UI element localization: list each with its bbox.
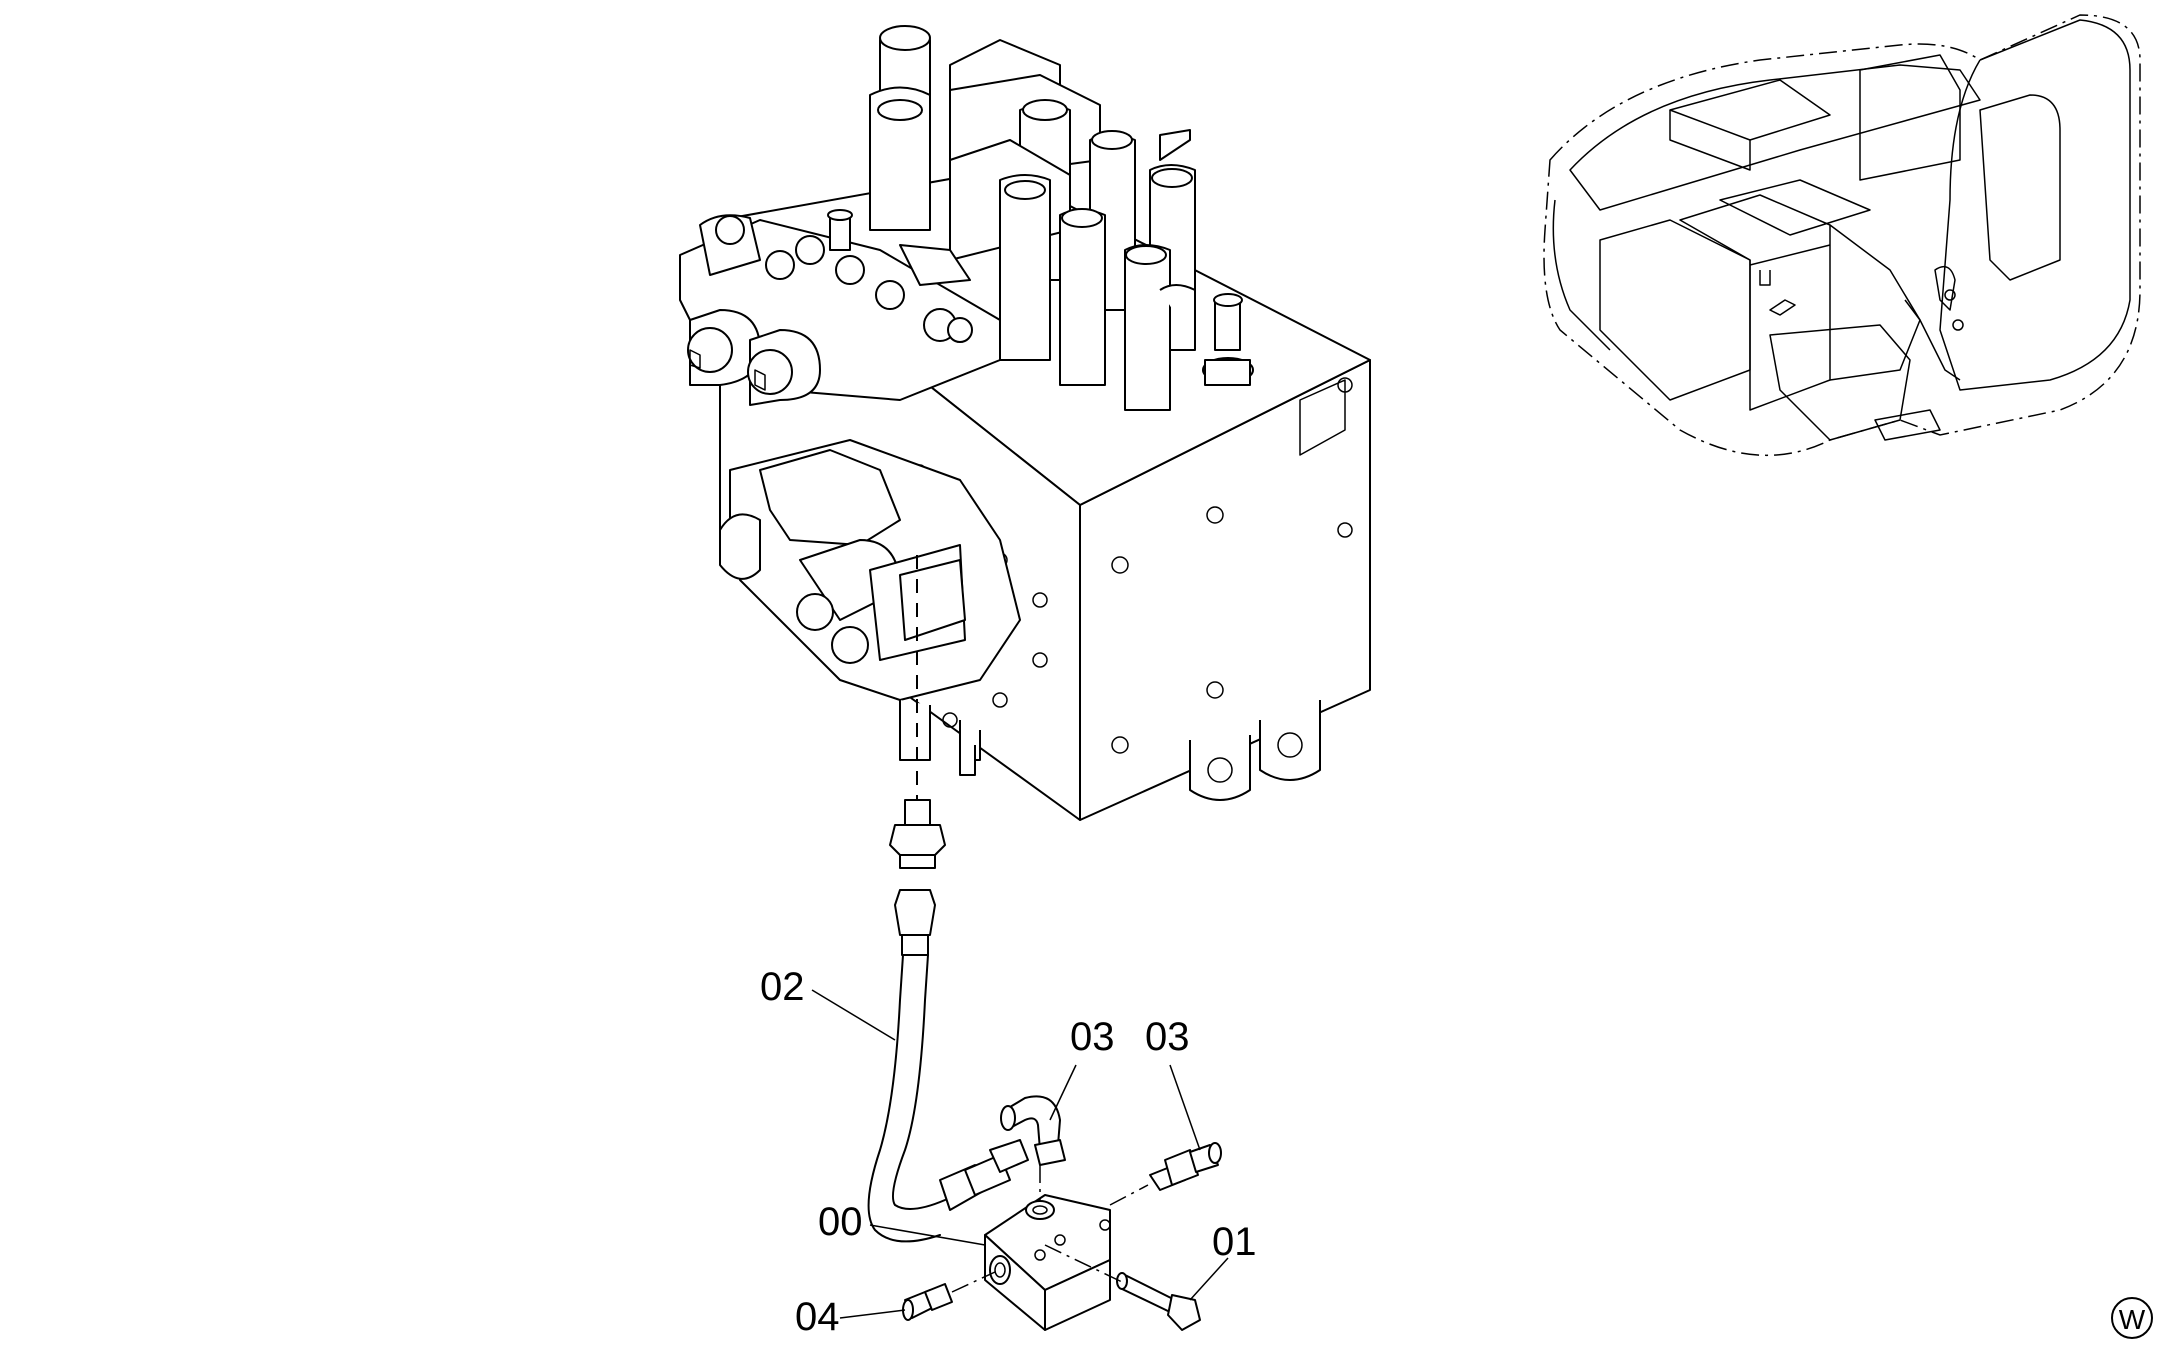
view-marker: W <box>2111 1297 2153 1339</box>
leader-lines <box>811 989 1229 1319</box>
label-00[interactable]: 00 <box>818 1200 863 1244</box>
plug-fitting <box>1149 1142 1222 1191</box>
adapter-fitting <box>889 799 946 869</box>
view-marker-letter: W <box>2119 1304 2146 1335</box>
label-04[interactable]: 04 <box>795 1295 840 1339</box>
control-valve-assembly <box>679 25 1371 821</box>
label-01[interactable]: 01 <box>1212 1220 1257 1264</box>
hose-assembly <box>867 889 1029 1243</box>
connector-fitting <box>902 1283 953 1321</box>
manifold-block <box>984 1194 1111 1331</box>
elbow-fitting <box>1000 1095 1066 1166</box>
bolt <box>1116 1272 1201 1331</box>
excavator-locator <box>1543 14 2141 457</box>
label-02[interactable]: 02 <box>760 965 805 1009</box>
label-03-elbow[interactable]: 03 <box>1070 1015 1115 1059</box>
label-03-plug[interactable]: 03 <box>1145 1015 1190 1059</box>
